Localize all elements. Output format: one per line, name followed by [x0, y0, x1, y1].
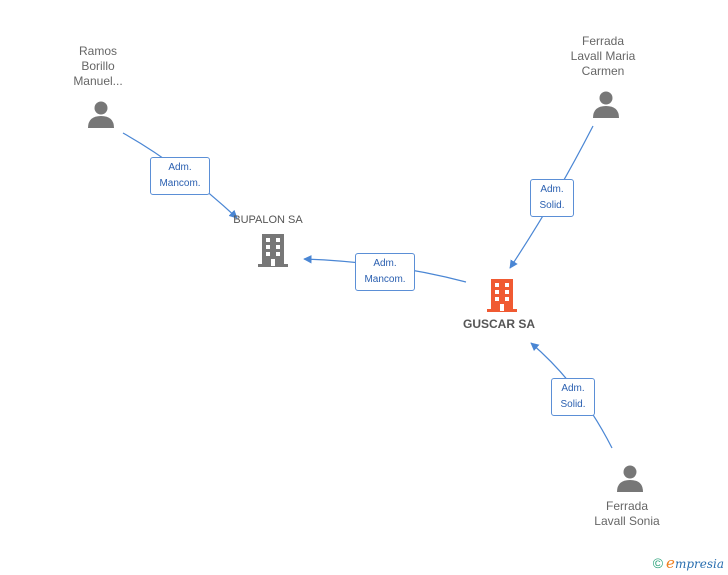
person-name-line: Lavall Maria	[570, 49, 636, 63]
person-name-line: Ferrada	[581, 34, 625, 48]
person-icon[interactable]	[615, 463, 645, 493]
building-icon-main[interactable]	[486, 277, 518, 313]
role-line: Mancom.	[364, 274, 406, 285]
person-name-line: Manuel...	[73, 74, 123, 88]
copyright-symbol: ©	[652, 555, 664, 571]
role-badge-guscar-bupalon[interactable]: Adm. Mancom.	[355, 253, 415, 291]
building-icon[interactable]	[257, 232, 289, 268]
role-badge-maria-guscar[interactable]: Adm. Solid.	[530, 179, 574, 217]
role-line: Solid.	[539, 200, 565, 211]
role-line: Mancom.	[159, 178, 201, 189]
person-ferrada-sonia[interactable]: Ferrada Lavall Sonia	[577, 499, 677, 529]
role-line: Adm.	[373, 258, 397, 269]
person-name-line: Lavall Sonia	[594, 514, 660, 528]
role-line: Solid.	[560, 399, 586, 410]
role-badge-ramos-bupalon[interactable]: Adm. Mancom.	[150, 157, 210, 195]
footer-brand: ©empresia	[653, 554, 724, 572]
person-name-line: Ferrada	[605, 499, 649, 513]
company-label-guscar[interactable]: GUSCAR SA	[462, 317, 535, 331]
person-name-line: Borillo	[81, 59, 115, 73]
person-ferrada-maria[interactable]: Ferrada Lavall Maria Carmen	[553, 34, 653, 79]
person-icon[interactable]	[86, 99, 116, 129]
role-line: Adm.	[540, 184, 564, 195]
person-name-line: Ramos	[78, 44, 117, 58]
brand-logo: empresia	[666, 554, 724, 572]
brand-rest: mpresia	[674, 557, 724, 571]
role-line: Adm.	[561, 383, 585, 394]
role-badge-sonia-guscar[interactable]: Adm. Solid.	[551, 378, 595, 416]
brand-initial: e	[666, 554, 675, 572]
person-icon[interactable]	[591, 89, 621, 119]
role-line: Adm.	[168, 162, 192, 173]
company-label-bupalon[interactable]: BUPALON SA	[233, 214, 303, 226]
person-ramos[interactable]: Ramos Borillo Manuel...	[48, 44, 148, 89]
person-name-line: Carmen	[581, 64, 625, 78]
